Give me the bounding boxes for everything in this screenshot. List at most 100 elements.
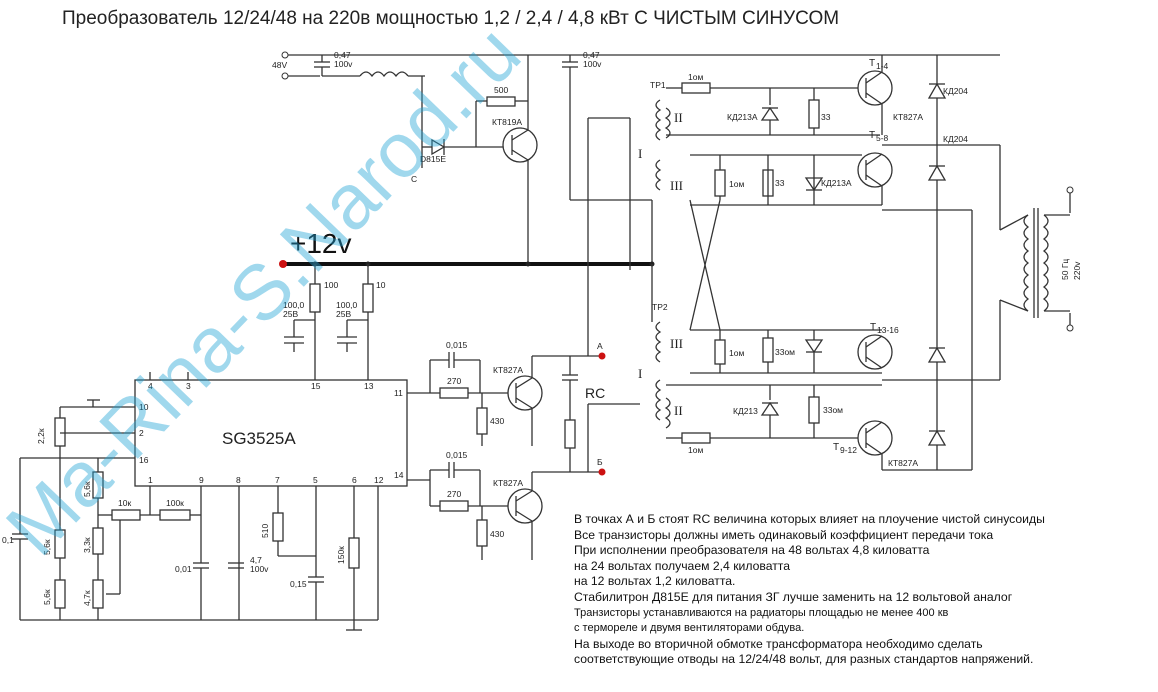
resistor-33-a	[808, 99, 820, 129]
svg-text:220v: 220v	[1072, 261, 1082, 280]
svg-text:ТР2: ТР2	[652, 302, 668, 312]
svg-text:510: 510	[260, 524, 270, 538]
svg-text:270: 270	[447, 376, 461, 386]
svg-text:100: 100	[324, 280, 338, 290]
resistor-270-b	[439, 500, 469, 512]
svg-text:11: 11	[394, 388, 403, 398]
zener-label: D815E	[420, 154, 446, 164]
note-line: на 24 вольтах получаем 2,4 киловатта	[574, 558, 791, 573]
diode-kd204-a	[927, 82, 947, 99]
point-b	[598, 468, 606, 476]
svg-text:КТ827А: КТ827А	[493, 478, 523, 488]
svg-text:T: T	[869, 58, 875, 69]
svg-text:150к: 150к	[336, 546, 346, 564]
note-line: На выходе во вторичной обмотке трансформ…	[574, 636, 983, 651]
svg-text:10: 10	[139, 402, 149, 412]
resistor-33om-b	[808, 396, 820, 424]
pot-4k7	[92, 579, 104, 609]
output-primary	[1023, 214, 1030, 312]
svg-text:ТР1: ТР1	[650, 80, 666, 90]
svg-text:5,6к: 5,6к	[42, 589, 52, 605]
svg-text:13: 13	[364, 381, 374, 391]
svg-text:5,6к: 5,6к	[82, 481, 92, 497]
svg-text:430: 430	[490, 416, 504, 426]
c-label: C	[411, 174, 417, 184]
svg-text:КД213А: КД213А	[821, 178, 852, 188]
resistor-100k	[159, 509, 191, 521]
resistor-10	[362, 283, 374, 313]
transistor-kt827-b	[507, 488, 543, 524]
output-terminal-1	[1066, 186, 1074, 194]
resistor-5k6-b	[54, 579, 66, 609]
svg-text:33: 33	[775, 178, 785, 188]
watermark: Ma-Rina-S.Narod.ru	[0, 9, 537, 572]
resistor-33om-a	[762, 337, 774, 363]
note-line: с термореле и двумя вентиляторами обдува…	[574, 622, 805, 635]
resistor-430-a	[476, 407, 488, 435]
point-a	[598, 352, 606, 360]
diode-kd213-c	[804, 339, 824, 354]
resistor-1om-a	[681, 82, 711, 94]
svg-text:3: 3	[186, 381, 191, 391]
svg-text:0,01: 0,01	[175, 564, 192, 574]
rail-label: +12v	[290, 228, 352, 259]
chip-sg3525a	[134, 379, 408, 487]
svg-text:6: 6	[352, 475, 357, 485]
input-label: 48V	[272, 60, 287, 70]
resistor-270-a	[439, 387, 469, 399]
svg-text:I: I	[638, 366, 642, 381]
tr1-winding-i	[655, 99, 662, 141]
svg-text:КД213: КД213	[733, 406, 758, 416]
svg-text:КД213А: КД213А	[727, 112, 758, 122]
svg-text:4,7к: 4,7к	[82, 590, 92, 606]
rail-dot	[279, 260, 287, 268]
resistor-rc	[564, 419, 576, 449]
svg-text:50 Гц: 50 Гц	[1060, 259, 1070, 280]
notes-block: В точках А и Б стоят RC величина которых…	[574, 512, 1154, 668]
svg-text:33: 33	[821, 112, 831, 122]
resistor-1om-c	[714, 339, 726, 365]
svg-text:3,3к: 3,3к	[82, 537, 92, 553]
svg-text:16: 16	[139, 455, 149, 465]
resistor-1om-b	[714, 169, 726, 197]
resistor-10k	[111, 509, 141, 521]
inductor	[359, 71, 409, 78]
svg-text:А: А	[597, 341, 603, 351]
svg-text:1ом: 1ом	[729, 348, 744, 358]
diode-kd213a-a	[760, 106, 780, 121]
svg-text:1ом: 1ом	[688, 72, 703, 82]
transistor-kt827-a	[507, 375, 543, 411]
svg-text:5: 5	[313, 475, 318, 485]
svg-text:II: II	[674, 110, 683, 125]
diode-kd204-c	[927, 346, 947, 363]
svg-text:5-8: 5-8	[876, 133, 889, 143]
svg-text:2,2к: 2,2к	[36, 428, 46, 444]
svg-text:T: T	[870, 322, 876, 333]
svg-text:13-16: 13-16	[877, 325, 899, 335]
svg-text:9-12: 9-12	[840, 445, 857, 455]
resistor-1om-d	[681, 432, 711, 444]
svg-text:КТ827А: КТ827А	[893, 112, 923, 122]
svg-text:15: 15	[311, 381, 321, 391]
svg-text:8: 8	[236, 475, 241, 485]
output-terminal-2	[1066, 324, 1074, 332]
svg-text:12: 12	[374, 475, 384, 485]
svg-text:0,15: 0,15	[290, 579, 307, 589]
input-terminal-pos	[281, 51, 289, 59]
svg-text:10к: 10к	[118, 498, 131, 508]
svg-text:III: III	[670, 336, 683, 351]
output-secondary	[1042, 214, 1049, 312]
resistor-430-b	[476, 519, 488, 547]
svg-text:2: 2	[139, 428, 144, 438]
svg-text:1ом: 1ом	[688, 445, 703, 455]
svg-text:430: 430	[490, 529, 504, 539]
svg-text:100к: 100к	[166, 498, 184, 508]
tr2-winding-ii	[664, 397, 671, 429]
svg-text:0,015: 0,015	[446, 450, 468, 460]
svg-text:5,6к: 5,6к	[42, 539, 52, 555]
